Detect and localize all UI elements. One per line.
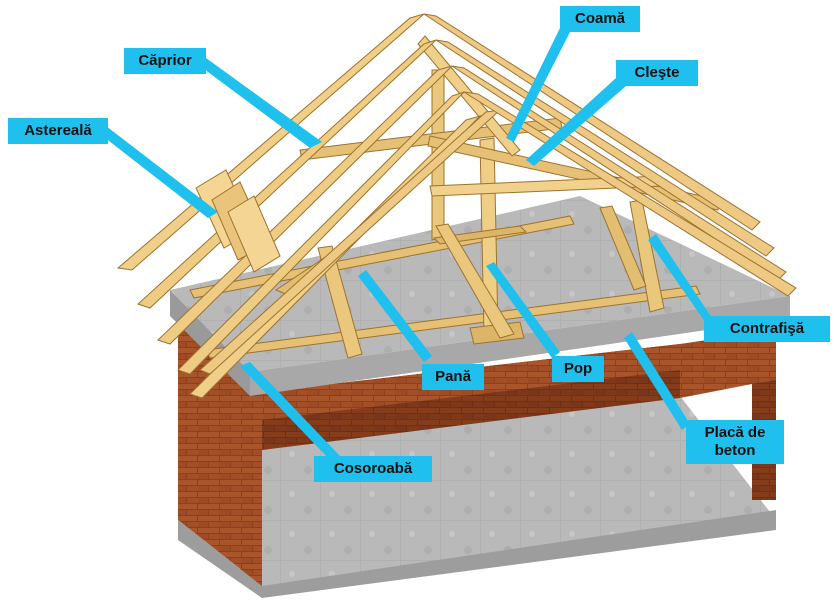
rafter-right-1 — [423, 13, 761, 231]
timber-frame — [116, 13, 797, 399]
pointer-caprior — [200, 58, 322, 148]
rafter-right-3 — [451, 65, 787, 281]
pointer-placa — [624, 332, 690, 430]
label-pop: Pop — [552, 356, 604, 382]
pointer-coama — [506, 28, 570, 142]
pointer-astereala — [100, 126, 218, 218]
rafter-4 — [177, 91, 465, 375]
label-contrafisa: Contrafişă — [704, 316, 830, 342]
label-pana: Pană — [422, 364, 484, 390]
pointer-cleste — [526, 78, 626, 166]
pointer-contrafisa — [648, 234, 712, 326]
label-cosoroaba: Cosoroabă — [314, 456, 432, 482]
label-cleste: Cleşte — [616, 60, 698, 86]
strut-1 — [317, 245, 363, 359]
pointer-pana — [358, 270, 432, 362]
slab-front-edge — [250, 296, 790, 396]
label-astereala: Astereală — [8, 118, 108, 144]
sheathing-board-3 — [227, 195, 281, 273]
label-placa-de-beton: Placă de beton — [686, 420, 784, 464]
pointer-cosoroaba — [240, 362, 340, 460]
front-pillar — [240, 378, 262, 586]
ground-floor-slab — [262, 396, 770, 588]
label-caprior: Căprior — [124, 48, 206, 74]
strut-2 — [435, 223, 515, 339]
callout-pointers — [100, 28, 712, 460]
rafter-right-2 — [435, 39, 775, 257]
label-coama: Coamă — [560, 6, 640, 32]
strut-4 — [599, 205, 647, 291]
pointer-pop — [486, 262, 560, 358]
